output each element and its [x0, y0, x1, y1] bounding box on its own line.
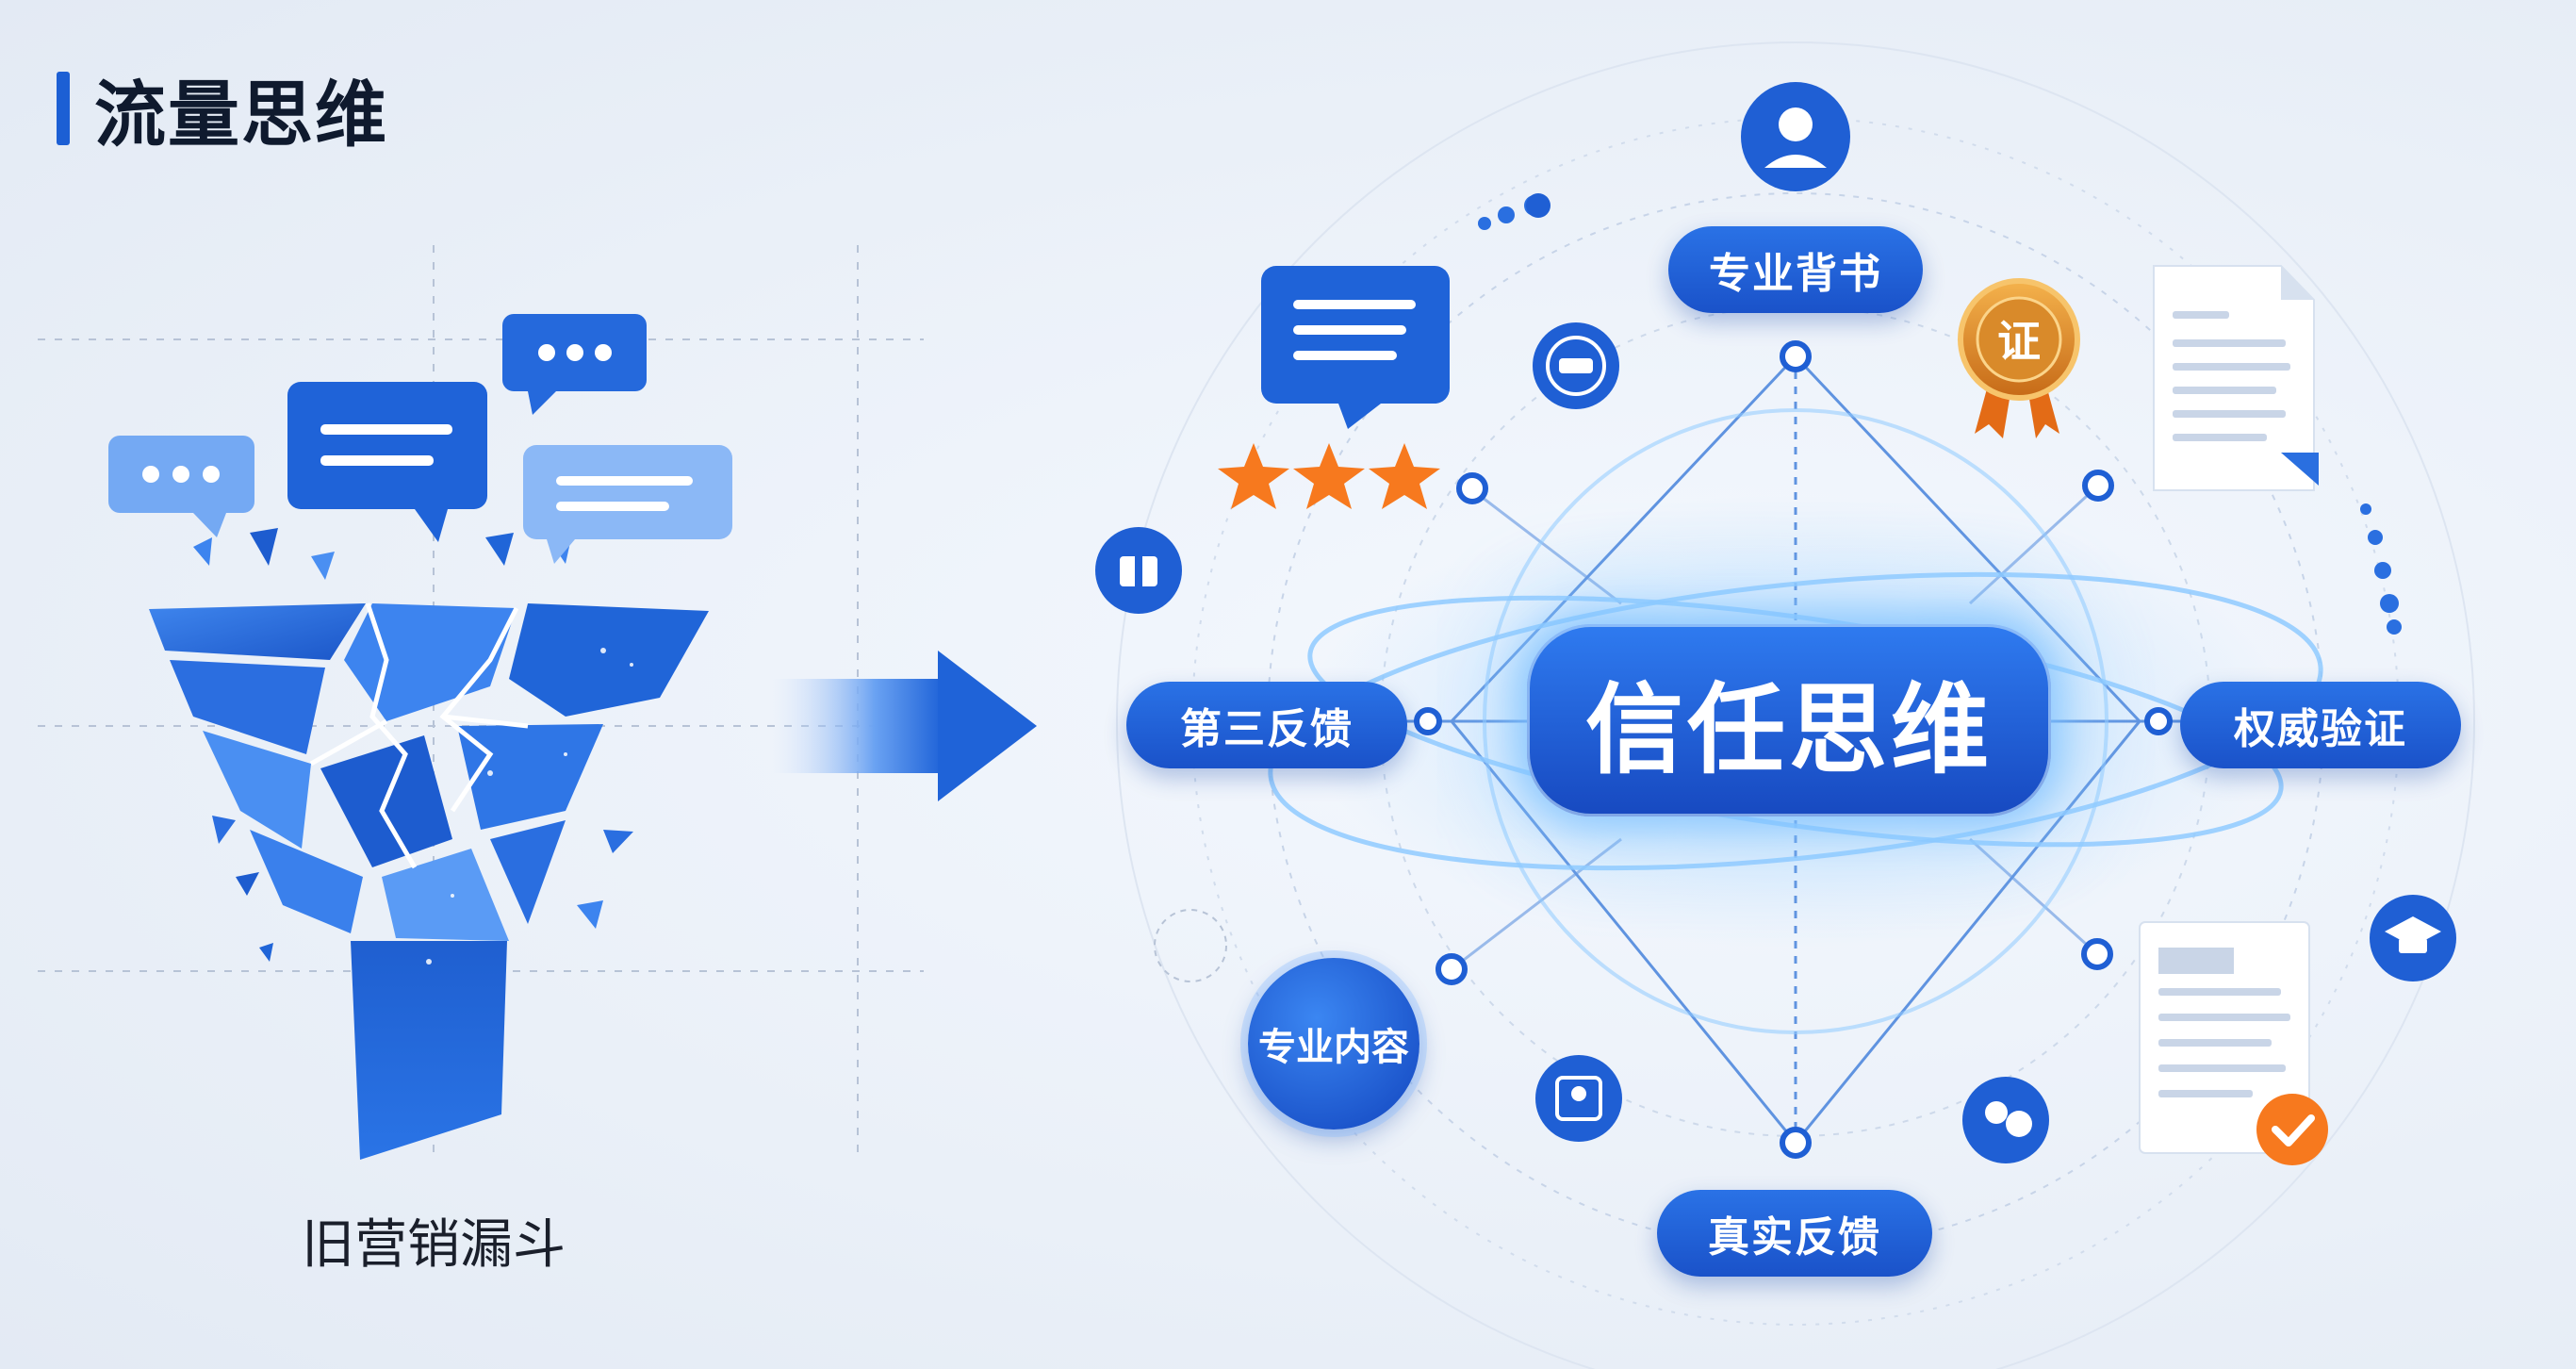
image-frame-icon [1535, 1055, 1622, 1142]
glow-orbits [1268, 408, 2323, 1034]
page-title: 流量思维 [94, 73, 388, 157]
dashed-circle-deco [1154, 909, 1227, 982]
user-icon [1741, 82, 1850, 191]
node-third-party-feedback: 第三反馈 [1126, 682, 1407, 768]
eye-shield-icon [1533, 322, 1619, 409]
chat-bubble-lines-right [523, 445, 732, 564]
certificate-medal-icon [1958, 278, 2080, 438]
gift-icon [1095, 527, 1182, 614]
rating-stars-icon [1218, 443, 1440, 509]
badge-text: 证 [1997, 316, 2041, 367]
dot-trail-right [2360, 503, 2402, 635]
check-badge-icon [2256, 1094, 2328, 1165]
page-title-block: 流量思维 [57, 57, 388, 160]
chat-bubble-dots-left [108, 436, 254, 537]
transition-arrow [773, 651, 1037, 801]
review-chat-icon [1261, 266, 1450, 429]
people-icon [1962, 1077, 2049, 1163]
broken-funnel [149, 528, 709, 1160]
node-real-feedback: 真实反馈 [1657, 1190, 1932, 1277]
title-accent-bar [57, 72, 70, 145]
dot-trail-top [1478, 193, 1551, 230]
node-professional-endorsement: 专业背书 [1668, 226, 1923, 313]
chat-bubble-dots-top [502, 314, 647, 415]
node-professional-content: 专业内容 [1248, 958, 1419, 1130]
verified-document-icon [2139, 921, 2310, 1154]
funnel-caption: 旧营销漏斗 [302, 1214, 566, 1276]
graduation-cap-icon [2370, 895, 2456, 981]
chat-bubble-lines-main [287, 382, 487, 542]
node-authority-verification: 权威验证 [2180, 682, 2461, 768]
center-node-trust-thinking: 信任思维 [1527, 624, 2051, 816]
document-icon [2153, 265, 2319, 491]
